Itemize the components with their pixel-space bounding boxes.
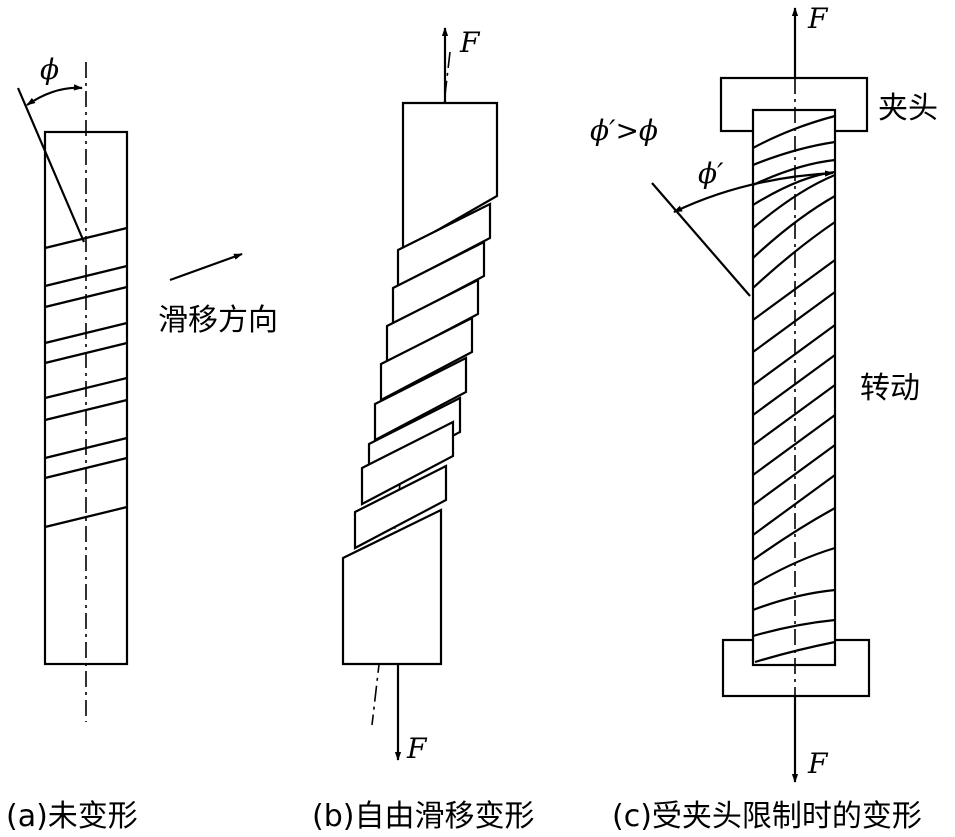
phi-relation-label: ϕ′>ϕ xyxy=(590,114,658,147)
crystal-c xyxy=(751,108,837,667)
force-label-bottom-b: F xyxy=(406,732,428,765)
chuck-label: 夹头 xyxy=(878,91,938,126)
slip-blocks-b xyxy=(353,202,492,550)
force-label-top-b: F xyxy=(459,26,481,59)
force-label-bottom-c: F xyxy=(807,747,829,780)
angle-arc-phi xyxy=(26,84,83,106)
panel-a-undeformed: ϕ 滑移方向 xyxy=(16,53,278,722)
panel-b-free-slip: F F xyxy=(341,26,499,765)
phi-label: ϕ xyxy=(40,53,59,86)
plane-normal-c xyxy=(651,182,751,297)
angle-arc-phi-prime xyxy=(673,170,834,213)
slip-direction-arrow xyxy=(169,252,243,282)
caption-a: (a)未变形 xyxy=(6,799,138,834)
rotation-label: 转动 xyxy=(860,371,920,406)
force-label-top-c: F xyxy=(807,2,829,35)
top-block-b xyxy=(401,101,499,252)
panel-c-constrained: F ϕ′ ϕ′> xyxy=(590,2,938,783)
bottom-block-b xyxy=(341,508,443,666)
slip-direction-label: 滑移方向 xyxy=(158,303,278,338)
phi-prime-label: ϕ′ xyxy=(698,157,724,190)
caption-c: (c)受夹头限制时的变形 xyxy=(612,799,922,834)
plane-normal-a xyxy=(16,87,86,243)
slip-planes-a xyxy=(44,226,128,529)
caption-b: (b)自由滑移变形 xyxy=(312,799,534,834)
